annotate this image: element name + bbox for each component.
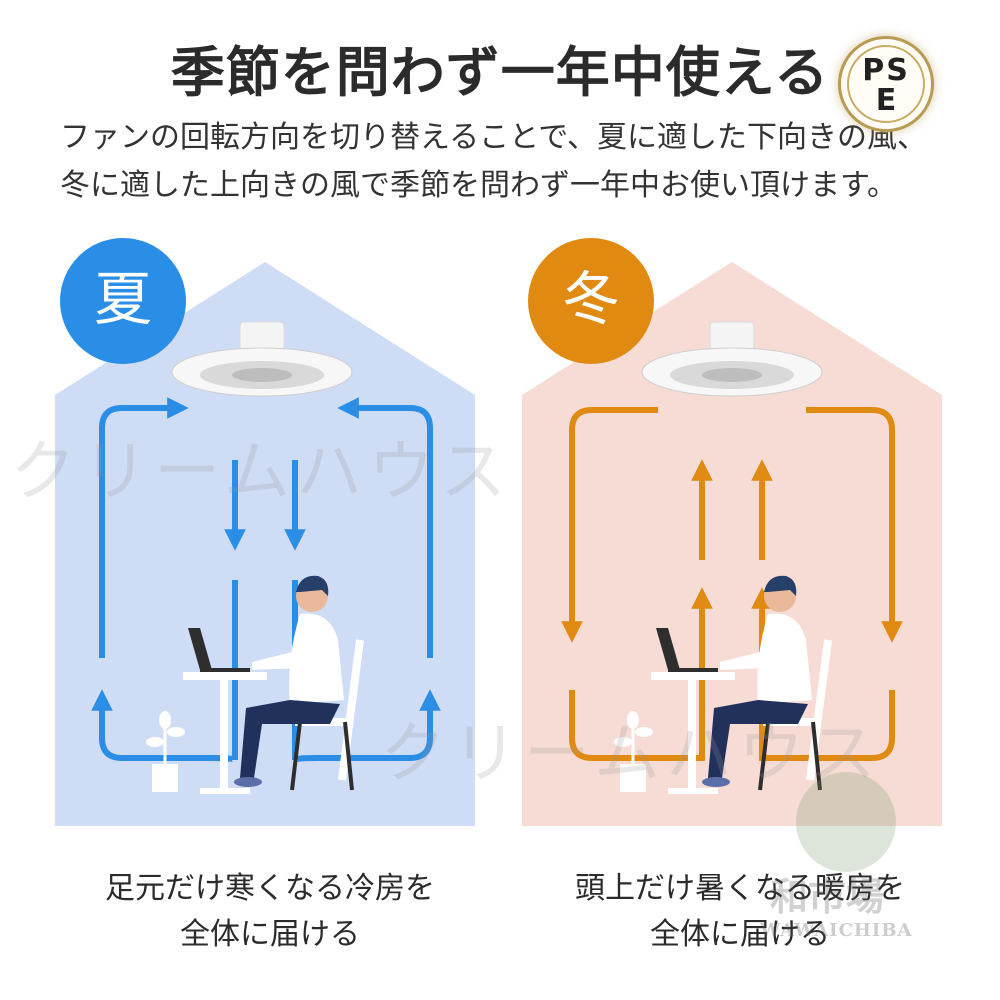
winter-caption-line-1: 頭上だけ暑くなる暖房を: [575, 871, 905, 906]
arrow-down-icon: [806, 407, 903, 643]
summer-badge: 夏: [60, 238, 186, 364]
arrow-up-icon: [99, 397, 189, 658]
page-title: 季節を問わず一年中使える: [170, 41, 830, 104]
arrow-down-icon: [561, 407, 658, 643]
ceiling-fan-icon: [641, 321, 823, 397]
winter-scene: [614, 575, 832, 794]
summer-scene: [146, 575, 364, 794]
arrow-up-icon: [337, 397, 433, 658]
watermark: クリームハウス: [10, 433, 513, 510]
winter-house: [522, 262, 942, 826]
ceiling-fan-icon: [171, 321, 353, 397]
table-icon: [183, 672, 267, 794]
shop-logo-icon: [796, 772, 896, 872]
watermark: クリームハウス: [380, 715, 883, 792]
winter-caption: 頭上だけ暑くなる暖房を 全体に届ける: [510, 866, 970, 958]
person-at-laptop-icon: [234, 575, 344, 787]
subtitle-line-2: 冬に適した上向きの風で季節を問わず一年中お使い頂けます。: [60, 168, 897, 203]
pse-inner-ring: [847, 45, 925, 123]
shop-name: 和市場: [770, 875, 885, 919]
summer-caption-line-2: 全体に届ける: [180, 917, 360, 952]
summer-caption: 足元だけ寒くなる冷房を 全体に届ける: [40, 866, 500, 958]
summer-caption-line-1: 足元だけ寒くなる冷房を: [105, 871, 435, 906]
winter-badge: 冬: [528, 238, 654, 364]
winter-airflow: [561, 407, 903, 761]
plant-icon: [146, 711, 185, 792]
plant-icon: [614, 711, 653, 792]
table-icon: [651, 672, 735, 794]
person-at-laptop-icon: [702, 575, 812, 787]
shop-name-en: WAWAICHIBA: [760, 920, 913, 941]
laptop-icon: [188, 628, 250, 672]
summer-house: [55, 262, 475, 826]
arrow-up-icon: [91, 689, 238, 763]
laptop-icon: [656, 628, 718, 672]
pse-certification-mark: PS E: [838, 36, 934, 132]
pse-mark-line1: PS: [862, 53, 910, 88]
winter-caption-line-2: 全体に届ける: [650, 917, 830, 952]
subtitle-line-1: ファンの回転方向を切り替えることで、夏に適した下向きの風、: [60, 120, 927, 155]
pse-mark-line2: E: [875, 83, 897, 118]
